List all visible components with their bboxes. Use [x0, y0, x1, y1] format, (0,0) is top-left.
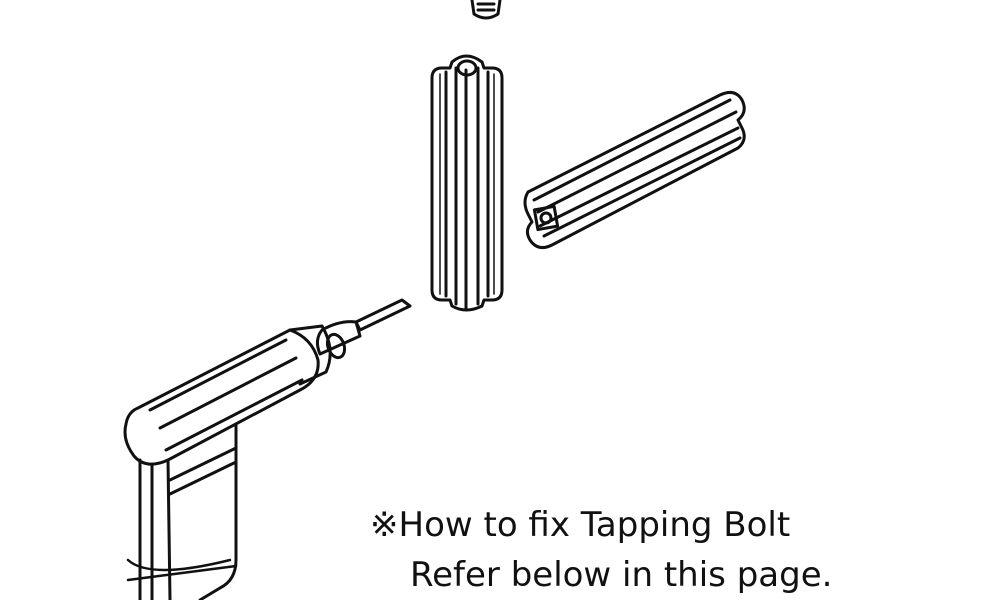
note-title: How to fix Tapping Bolt — [398, 505, 791, 545]
horizontal-extrusion — [523, 90, 746, 250]
electric-screwdriver — [123, 298, 412, 600]
note-line-1: ※How to fix Tapping Bolt — [370, 500, 832, 550]
tapping-bolt-note: ※How to fix Tapping Bolt Refer below in … — [370, 500, 832, 600]
vertical-extrusion — [430, 54, 504, 312]
reference-mark: ※ — [370, 505, 399, 545]
note-line-2: Refer below in this page. — [410, 555, 833, 595]
tapping-bolt — [470, 0, 502, 20]
